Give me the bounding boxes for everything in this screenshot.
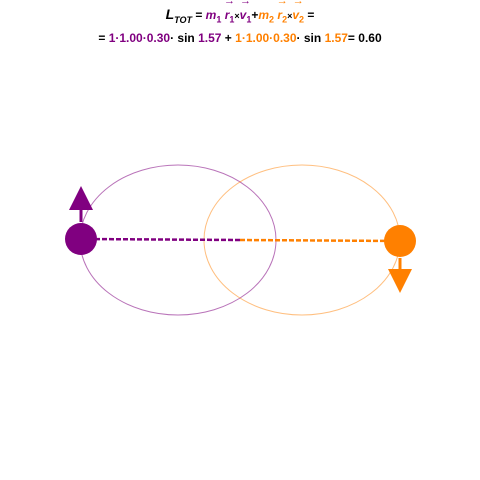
body1-mass	[65, 223, 97, 255]
l-symbol: LTOT	[165, 6, 192, 25]
v1-vector: →v1	[239, 0, 252, 25]
body1-terms: 1·1.00·0.30	[108, 31, 171, 45]
v2-vector: →v2	[292, 0, 305, 25]
r2-vector: →r2	[276, 0, 288, 25]
total-result: = 0.60	[347, 31, 382, 45]
body2-mass	[384, 225, 416, 257]
r1-vector: →r1	[224, 0, 236, 25]
radius-line-body2	[239, 238, 401, 243]
radius-line-body1	[80, 237, 241, 242]
angular-momentum-evaluation: = 1·1.00·0.30· sin 1.57 + 1·1.00·0.30· s…	[98, 31, 382, 45]
plus-sign: +	[251, 8, 259, 22]
body1-angle: 1.57	[198, 31, 222, 45]
equals-end: =	[304, 8, 315, 22]
m1-term: m1	[205, 8, 222, 25]
body2-terms: 1·1.00·0.30	[235, 31, 297, 45]
body2-angle: 1.57	[324, 31, 348, 45]
angular-momentum-formula: LTOT = m1 →r1×→v1+m2 →r2×→v2 =	[165, 0, 315, 25]
equals-sign: =	[191, 8, 206, 22]
m2-term: m2	[258, 8, 275, 25]
